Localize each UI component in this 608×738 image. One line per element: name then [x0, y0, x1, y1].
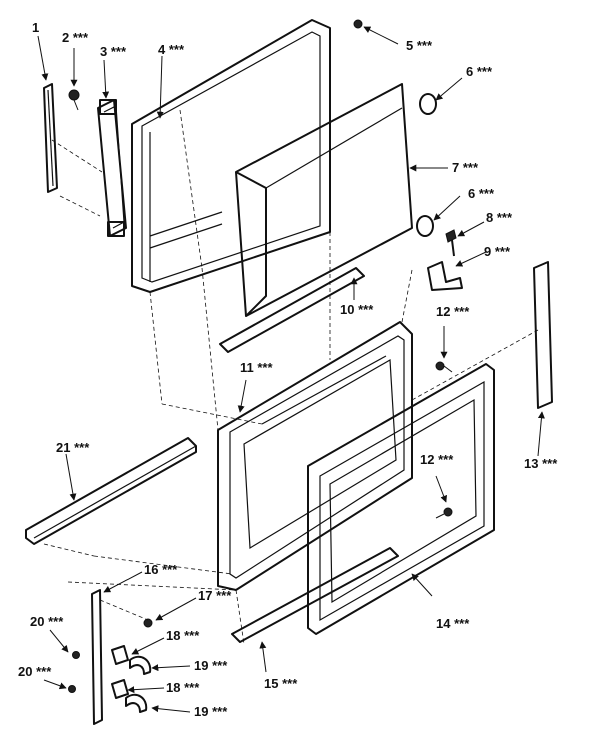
callout-18-bottom: 18 ***: [166, 680, 200, 695]
part-13-side-strip: [533, 261, 553, 409]
part-7-vent-panel: [235, 83, 413, 317]
part-14-door-glass-frame: [307, 363, 495, 635]
callout-7: 7 ***: [452, 160, 479, 175]
part-5-screw: [353, 19, 363, 29]
callout-19-top: 19 ***: [194, 658, 228, 673]
callout-14: 14 ***: [436, 616, 470, 631]
part-21-hinge-rail: [25, 437, 197, 545]
callout-16: 16 ***: [144, 562, 178, 577]
callout-20-top: 20 ***: [30, 614, 64, 629]
callout-11: 11 ***: [240, 360, 273, 375]
part-3-handle: [97, 99, 127, 237]
callout-4: 4 ***: [158, 42, 185, 57]
part-18-hinge-block-top: [111, 645, 129, 665]
part-6-bumper-top: [419, 93, 437, 115]
callout-1: 1: [32, 20, 39, 35]
part-6-bumper-bottom: [416, 215, 434, 237]
part-15-bar: [231, 547, 399, 643]
callout-17: 17 ***: [198, 588, 232, 603]
part-2-screw: [68, 89, 80, 111]
part-19-hinge-pin-top: [129, 655, 152, 675]
part-17-screw: [143, 618, 153, 628]
callout-12-top: 12 ***: [436, 304, 470, 319]
callout-13: 13 ***: [524, 456, 558, 471]
callout-3: 3 ***: [100, 44, 127, 59]
callout-15: 15 ***: [264, 676, 298, 691]
callout-10: 10 ***: [340, 302, 374, 317]
part-1-trim-strip: [43, 83, 58, 193]
callout-2: 2 ***: [62, 30, 89, 45]
part-10-bar: [219, 267, 365, 353]
part-12-screw-top: [435, 361, 453, 373]
part-20-screw-bottom: [68, 685, 76, 693]
part-9-bracket: [427, 261, 463, 291]
part-20-screw-top: [72, 651, 80, 659]
callout-21: 21 ***: [56, 440, 90, 455]
part-19-hinge-pin-bottom: [125, 693, 148, 713]
part-8-bolt: [445, 229, 457, 257]
callout-6-bottom: 6 ***: [468, 186, 495, 201]
leader-arrows: [37, 26, 545, 713]
callout-19-bottom: 19 ***: [194, 704, 228, 719]
callout-18-top: 18 ***: [166, 628, 200, 643]
callout-9: 9 ***: [484, 244, 511, 259]
callout-8: 8 ***: [486, 210, 513, 225]
alignment-lines: [43, 109, 539, 645]
part-16-hinge-plate: [91, 589, 103, 725]
callout-20-bottom: 20 ***: [18, 664, 52, 679]
callout-5: 5 ***: [406, 38, 433, 53]
part-12-screw-bottom: [435, 507, 453, 519]
part-11-door-inner: [217, 321, 413, 591]
part-18-hinge-block-bottom: [111, 679, 129, 699]
callout-6-top: 6 ***: [466, 64, 493, 79]
callout-12-bottom: 12 ***: [420, 452, 454, 467]
callout-labels: 1 2 *** 3 *** 4 *** 5 *** 6 *** 7 *** 6 …: [18, 20, 558, 719]
